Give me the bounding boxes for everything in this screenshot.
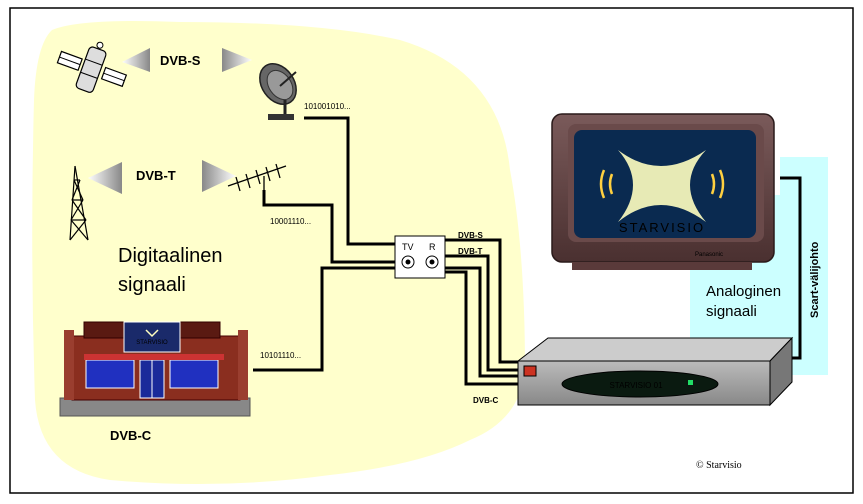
bits-satellite: 101001010... (304, 102, 351, 111)
bits-cable: 10101110... (260, 351, 301, 360)
stb-display (561, 370, 719, 398)
satellite-dish-icon (259, 63, 297, 120)
satellite-icon (56, 41, 128, 93)
wire-r-out-2 (440, 266, 520, 378)
analog-signal-label-2: signaali (706, 303, 757, 320)
wire-cable (253, 266, 400, 372)
tv-maker-text: Panasonic (695, 252, 723, 258)
analog-signal-label-1: Analoginen (706, 283, 781, 300)
dvb-t-wave-right (202, 160, 236, 192)
stb-display-text: STARVISIO 01 (609, 381, 663, 390)
line-dvb-t-label: DVB-T (458, 247, 483, 256)
socket-tv-label: TV (402, 242, 414, 252)
dvb-t-wave-left (88, 162, 122, 194)
power-button (523, 365, 537, 377)
dvb-s-wave-right (222, 48, 252, 72)
dvb-s-label: DVB-S (160, 53, 201, 68)
tv-antenna-icon (227, 163, 287, 206)
line-dvb-s-label: DVB-S (458, 231, 484, 240)
digital-signal-label-2: signaali (118, 274, 186, 296)
transmission-tower-icon (69, 165, 89, 241)
star-logo (618, 150, 706, 222)
bits-antenna: 10001110... (270, 217, 311, 226)
outer-frame (9, 7, 854, 494)
scart-cable-label: Scart-välijohto (809, 241, 821, 318)
wire-satellite (304, 116, 400, 246)
line-dvb-c-label: DVB-C (473, 396, 499, 405)
storefront-icon: STARVISIO (59, 321, 251, 417)
dvb-t-label: DVB-T (136, 168, 176, 183)
copyright-text: © Starvisio (696, 460, 742, 471)
socket-r-label: R (429, 242, 436, 252)
wire-tv-out (418, 238, 520, 364)
wire-r-out (440, 254, 520, 372)
television-icon: STARVISIO Panasonic (551, 113, 775, 270)
set-top-box-icon: STARVISIO 01 (516, 336, 794, 407)
tv-brand-text: STARVISIO (619, 220, 705, 235)
digital-signal-label-1: Digitaalinen (118, 245, 223, 267)
dvb-c-store-label: DVB-C (110, 428, 152, 443)
wall-socket-icon: TV R (394, 235, 446, 279)
store-sign-text: STARVISIO (136, 340, 168, 346)
dvb-s-wave-left (122, 48, 150, 72)
